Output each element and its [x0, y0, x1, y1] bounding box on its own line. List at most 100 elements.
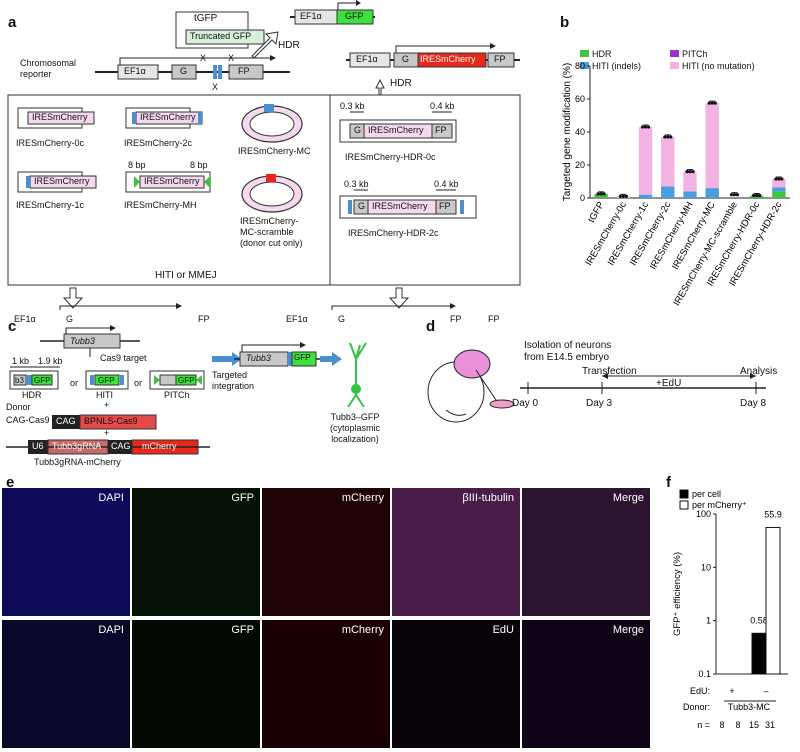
- g-out-2: G: [338, 314, 346, 324]
- micrograph-row2-dapi: DAPI: [2, 620, 130, 748]
- y-tick-label: 40: [575, 127, 585, 137]
- bar-segment: [661, 136, 675, 187]
- f-n-value-0: 8: [719, 720, 724, 730]
- data-point: [777, 177, 781, 181]
- legend-label-1: PITCh: [682, 49, 708, 59]
- panel-a-diagram: [7, 0, 521, 310]
- data-point: [691, 170, 695, 174]
- bar-segment: [638, 194, 653, 198]
- bar-segment: [594, 193, 608, 198]
- data-point: [713, 101, 717, 105]
- targeted-integration-label: Targeted integration: [212, 370, 255, 391]
- pitch-c-label: PITCh: [164, 390, 190, 400]
- data-point: [780, 177, 784, 181]
- f-group-label-1: –: [763, 686, 768, 696]
- x-mark-1: X: [200, 53, 207, 63]
- construct-mc: IRESmCherry-MC: [238, 146, 311, 156]
- g-out-1: G: [66, 314, 74, 324]
- ires-1c-inner: IRESmCherry: [34, 176, 90, 186]
- bar-segment: [638, 127, 653, 195]
- data-point: [599, 192, 603, 196]
- kb19-label: 1.9 kb: [38, 356, 63, 366]
- kb03-a: 0.3 kb: [340, 101, 365, 111]
- gfp-top-label: GFP: [345, 11, 364, 21]
- data-point: [646, 125, 651, 129]
- edu-label-d: +EdU: [656, 378, 682, 389]
- hdr-c-label: HDR: [22, 390, 42, 400]
- ef1a-out-1: EF1α: [14, 314, 36, 324]
- data-point: [710, 101, 714, 105]
- legend-label-f-0: per cell: [692, 489, 721, 499]
- data-point: [663, 135, 667, 139]
- fp-hdr-label: FP: [494, 54, 506, 64]
- donor-label: Donor: [6, 402, 31, 412]
- legend-swatch-1: [670, 50, 679, 57]
- data-point: [688, 170, 692, 174]
- data-point: [621, 194, 625, 198]
- micrograph-row1-mcherry: mCherry: [262, 488, 390, 616]
- g-donor-0c: G: [354, 125, 362, 135]
- data-point: [666, 135, 670, 139]
- plus-1: +: [104, 400, 110, 410]
- f-row-label-0: EdU:: [690, 686, 710, 696]
- data-point: [602, 192, 606, 196]
- x-tick-label: tGFP: [586, 200, 607, 225]
- fp-donor-2c: FP: [439, 201, 451, 211]
- legend-label-0: HDR: [592, 49, 612, 59]
- panel-label-b: b: [560, 14, 570, 31]
- data-point: [732, 193, 737, 197]
- bar-segment: [772, 191, 786, 198]
- mcherry-c-label: mCherry: [142, 441, 177, 451]
- legend-swatch-3: [670, 62, 679, 69]
- kb03-b: 0.3 kb: [344, 179, 369, 189]
- kb1-label: 1 kb: [12, 356, 30, 366]
- ires-mh-inner: IRESmCherry: [144, 176, 200, 186]
- micrograph-label: mCherry: [341, 624, 384, 636]
- gfp-hdr-label: GFP: [34, 376, 51, 385]
- f-y-tick-label: 1: [706, 616, 711, 626]
- hdr-arrow-1: [251, 31, 279, 59]
- tubb3grna-mcherry-label: Tubb3gRNA-mCherry: [34, 457, 121, 467]
- ires-out-1: IRESmCherry: [99, 314, 155, 324]
- micrograph-row1-gfp: GFP: [132, 488, 260, 616]
- micrograph-label: mCherry: [341, 492, 384, 504]
- tgfp-label: tGFP: [194, 13, 218, 24]
- ires-out-2: IRESmCherry: [371, 314, 427, 324]
- f-row-label-1: Donor:: [683, 702, 710, 712]
- x-mark-3: X: [212, 82, 219, 92]
- panel-label-f: f: [666, 474, 671, 491]
- legend-swatch-0: [580, 50, 589, 57]
- g-hdr-label: G: [402, 54, 410, 64]
- construct-mc-scramble: IRESmCherry- MC-scramble (donor cut only…: [240, 216, 303, 248]
- bp8-left: 8 bp: [128, 160, 146, 170]
- f-n-value-2: 15: [749, 720, 759, 730]
- f-n-value-1: 8: [735, 720, 740, 730]
- ires-donor-0c: IRESmCherry: [368, 125, 424, 135]
- hdr-label-2: HDR: [390, 78, 412, 89]
- f-donor-value: Tubb3-MC: [728, 702, 771, 712]
- y-tick-label: 80: [575, 61, 585, 71]
- gfp-integrated-label: GFP: [294, 353, 311, 362]
- data-point: [685, 170, 689, 174]
- isolation-label: Isolation of neurons from E14.5 embryo: [524, 340, 612, 363]
- analysis-label: Analysis: [740, 366, 778, 377]
- data-point: [618, 194, 622, 198]
- data-point: [624, 194, 628, 198]
- legend-label-2: HITI (indels): [592, 61, 641, 71]
- legend-swatch-f-0: [679, 489, 689, 499]
- kb04-a: 0.4 kb: [430, 101, 455, 111]
- ef1a-top-label: EF1α: [300, 11, 322, 21]
- f-bar-1: [765, 526, 781, 675]
- bar-segment: [772, 179, 786, 188]
- data-point: [758, 193, 762, 198]
- data-point: [729, 193, 734, 197]
- f-n-value-3: 31: [765, 720, 775, 730]
- bar-segment: [705, 103, 719, 189]
- y-tick-label: 20: [575, 160, 585, 170]
- construct-hdr-2c: IRESmCherry-HDR-2c: [348, 228, 439, 238]
- y-tick-label: 60: [575, 94, 585, 104]
- micrograph-row1-merge: Merge: [522, 488, 650, 616]
- panel-label-d: d: [426, 318, 436, 335]
- bar-segment: [683, 191, 697, 198]
